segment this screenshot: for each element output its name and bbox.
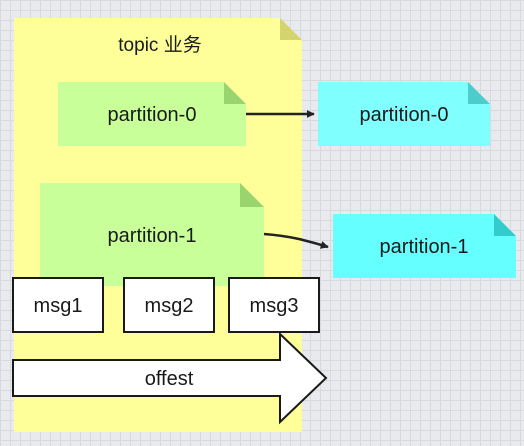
message-box-1: msg1: [12, 277, 104, 333]
message-box-3-rect: [228, 277, 320, 333]
partition-0-note-fold: [224, 82, 246, 104]
message-box-1-rect: [12, 277, 104, 333]
partition-1-note-body: [40, 183, 264, 286]
replica-partition-0-note-fold: [468, 82, 490, 104]
replica-partition-0-note-body: [318, 82, 490, 146]
message-box-2: msg2: [123, 277, 215, 333]
partition-0-note: partition-0: [58, 82, 246, 146]
message-box-3: msg3: [228, 277, 320, 333]
replica-partition-0-note: partition-0: [318, 82, 490, 146]
partition-0-note-body: [58, 82, 246, 146]
message-1-label: msg1: [34, 295, 83, 317]
message-box-2-rect: [123, 277, 215, 333]
partition-1-note: partition-1: [40, 183, 264, 286]
replica-partition-1-note-fold: [494, 214, 516, 236]
topic-note-fold: [280, 18, 302, 40]
partition-1-connector: [263, 232, 329, 249]
message-2-label: msg2: [145, 295, 194, 317]
offset-arrow: offest: [12, 331, 328, 425]
replica-partition-1-note: partition-1: [333, 214, 516, 278]
message-3-label: msg3: [250, 295, 299, 317]
topic-title: topic 业务: [118, 34, 201, 56]
replica-partition-1-note-body: [333, 214, 516, 278]
offset-arrow-shape: [12, 331, 328, 425]
offset-arrow-label: offest: [145, 368, 194, 390]
partition-1-note-fold: [240, 183, 264, 207]
partition-1-label: partition-1: [108, 225, 197, 247]
partition-0-label: partition-0: [108, 104, 197, 126]
replica-partition-1-label: partition-1: [380, 236, 469, 258]
replica-partition-0-label: partition-0: [360, 104, 449, 126]
